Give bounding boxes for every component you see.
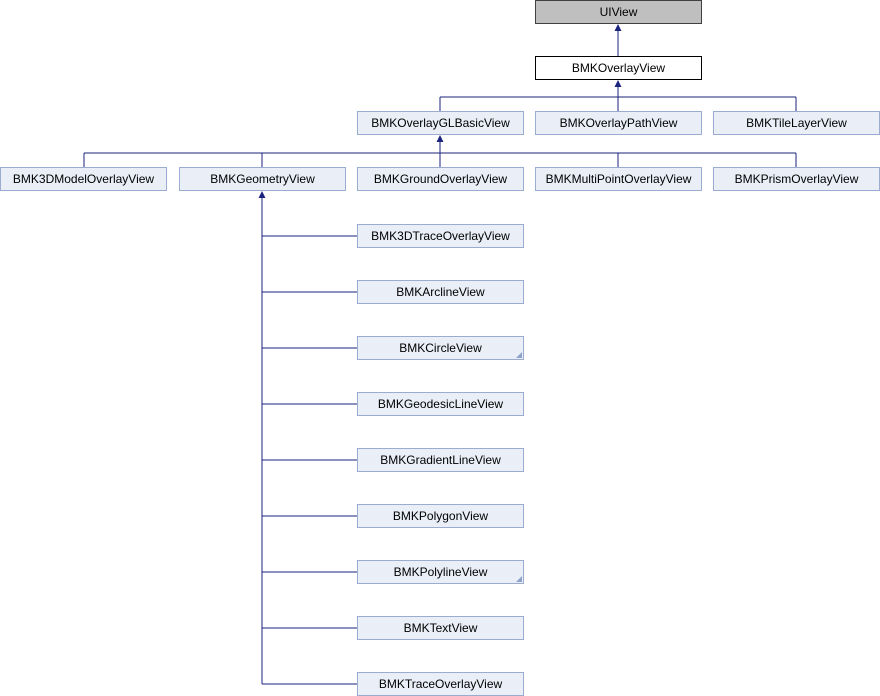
node-bmk-geometry-view[interactable]: BMKGeometryView [179,167,346,191]
node-bmk-ground-overlay-view[interactable]: BMKGroundOverlayView [357,167,524,191]
node-bmk-polyline-view[interactable]: BMKPolylineView [357,560,524,584]
node-bmk-geodesic-line-view[interactable]: BMKGeodesicLineView [357,392,524,416]
node-bmk-multi-point-overlay-view[interactable]: BMKMultiPointOverlayView [535,167,702,191]
node-bmk-overlay-gl-basic-view[interactable]: BMKOverlayGLBasicView [357,111,524,135]
node-bmk-overlay-view: BMKOverlayView [535,56,702,80]
arrow-overlay-view [614,80,622,87]
arrow-uiview [614,24,622,31]
node-bmk-tile-layer-view[interactable]: BMKTileLayerView [713,111,880,135]
node-bmk-prism-overlay-view[interactable]: BMKPrismOverlayView [713,167,880,191]
arrow-gl-basic-view [436,135,444,142]
node-bmk-trace-overlay-view[interactable]: BMKTraceOverlayView [357,672,524,696]
node-bmk-3d-model-overlay-view[interactable]: BMK3DModelOverlayView [0,167,167,191]
node-uiview: UIView [535,0,702,24]
node-bmk-text-view[interactable]: BMKTextView [357,616,524,640]
node-bmk-circle-view[interactable]: BMKCircleView [357,336,524,360]
arrow-geometry-view [258,191,266,198]
node-bmk-3d-trace-overlay-view[interactable]: BMK3DTraceOverlayView [357,224,524,248]
node-bmk-arcline-view[interactable]: BMKArclineView [357,280,524,304]
node-bmk-gradient-line-view[interactable]: BMKGradientLineView [357,448,524,472]
node-bmk-overlay-path-view[interactable]: BMKOverlayPathView [535,111,702,135]
node-bmk-polygon-view[interactable]: BMKPolygonView [357,504,524,528]
